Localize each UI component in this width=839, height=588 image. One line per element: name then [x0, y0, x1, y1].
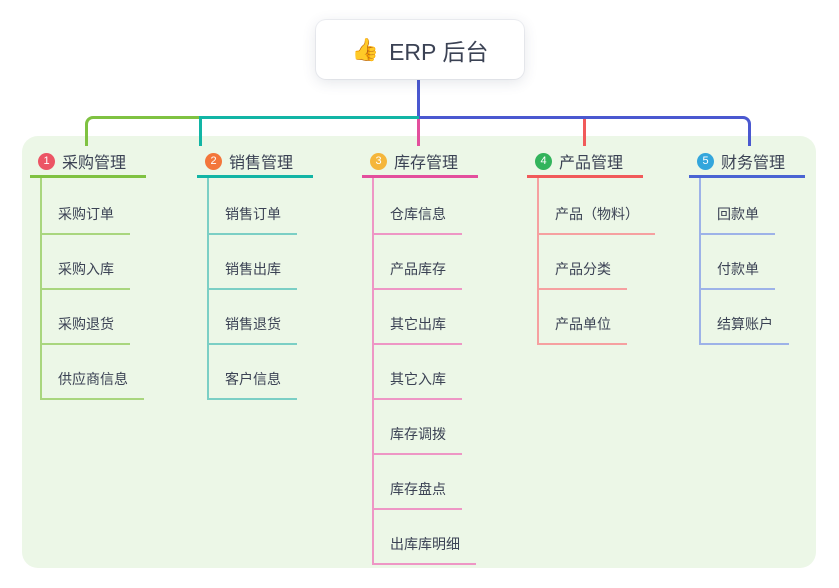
branch-badge: 4 [535, 152, 552, 170]
branch-badge: 3 [370, 152, 387, 170]
branch-5-children: 回款单付款单结算账户 [699, 180, 789, 345]
child-label: 采购退货 [58, 316, 114, 332]
branch-5-child-2[interactable]: 付款单 [699, 235, 775, 290]
branch-3-child-7[interactable]: 出库库明细 [372, 510, 476, 565]
child-label: 仓库信息 [390, 206, 446, 222]
branch-3-child-6[interactable]: 库存盘点 [372, 455, 462, 510]
child-label: 销售订单 [225, 206, 281, 222]
connector-bus-left [85, 116, 200, 146]
child-label: 库存盘点 [390, 481, 446, 497]
branch-2-child-2[interactable]: 销售出库 [207, 235, 297, 290]
branch-2-child-1[interactable]: 销售订单 [207, 180, 297, 235]
child-label: 库存调拨 [390, 426, 446, 442]
child-label: 销售退货 [225, 316, 281, 332]
branch-header-3[interactable]: 3 库存管理 [362, 147, 478, 178]
branch-label: 采购管理 [62, 155, 127, 172]
branch-label: 销售管理 [229, 155, 294, 172]
child-label: 采购入库 [58, 261, 114, 277]
branch-label: 库存管理 [394, 155, 459, 172]
branch-1-child-4[interactable]: 供应商信息 [40, 345, 144, 400]
branch-4-child-1[interactable]: 产品（物料） [537, 180, 655, 235]
branch-3-child-5[interactable]: 库存调拨 [372, 400, 462, 455]
branch-3-child-3[interactable]: 其它出库 [372, 290, 462, 345]
branch-1-child-3[interactable]: 采购退货 [40, 290, 130, 345]
child-label: 销售出库 [225, 261, 281, 277]
child-label: 产品单位 [555, 316, 611, 332]
connector-drop-product [583, 119, 586, 146]
branch-5-child-1[interactable]: 回款单 [699, 180, 775, 235]
child-label: 回款单 [717, 206, 759, 222]
thumbs-up-icon: 👍 [351, 36, 380, 62]
child-label: 产品分类 [555, 261, 611, 277]
connector-bus-mid [199, 116, 420, 119]
root-node[interactable]: 👍 ERP 后台 [316, 20, 524, 79]
branch-4-child-3[interactable]: 产品单位 [537, 290, 627, 345]
branch-label: 产品管理 [559, 155, 624, 172]
child-label: 其它出库 [390, 316, 446, 332]
connector-branch-4-spine [537, 178, 539, 345]
branch-badge: 2 [205, 152, 222, 170]
branch-1-child-2[interactable]: 采购入库 [40, 235, 130, 290]
branch-2-child-4[interactable]: 客户信息 [207, 345, 297, 400]
branch-badge: 1 [38, 152, 55, 170]
connector-bus-right [419, 116, 751, 146]
child-label: 采购订单 [58, 206, 114, 222]
branch-header-2[interactable]: 2 销售管理 [197, 147, 313, 178]
branch-3-child-4[interactable]: 其它入库 [372, 345, 462, 400]
branch-3-children: 仓库信息产品库存其它出库其它入库库存调拨库存盘点出库库明细 [372, 180, 476, 565]
child-label: 产品（物料） [555, 206, 639, 222]
branch-2-child-3[interactable]: 销售退货 [207, 290, 297, 345]
branch-1-children: 采购订单采购入库采购退货供应商信息 [40, 180, 144, 400]
branch-1-child-1[interactable]: 采购订单 [40, 180, 130, 235]
connector-root-line [417, 79, 420, 117]
branch-3-child-1[interactable]: 仓库信息 [372, 180, 462, 235]
root-label: ERP 后台 [389, 38, 489, 65]
branches-panel [22, 136, 816, 568]
child-label: 出库库明细 [390, 536, 460, 552]
branch-2-children: 销售订单销售出库销售退货客户信息 [207, 180, 297, 400]
branch-3-child-2[interactable]: 产品库存 [372, 235, 462, 290]
child-label: 结算账户 [717, 316, 773, 332]
branch-4-child-2[interactable]: 产品分类 [537, 235, 627, 290]
connector-branch-5-spine [699, 178, 701, 345]
branch-header-4[interactable]: 4 产品管理 [527, 147, 643, 178]
branch-header-1[interactable]: 1 采购管理 [30, 147, 146, 178]
connector-drop-inventory [417, 119, 420, 146]
child-label: 其它入库 [390, 371, 446, 387]
child-label: 产品库存 [390, 261, 446, 277]
branch-4-children: 产品（物料） 产品分类产品单位 [537, 180, 655, 345]
connector-drop-sales [199, 116, 202, 146]
child-label: 付款单 [717, 261, 759, 277]
connector-branch-3-spine [372, 178, 374, 565]
branch-label: 财务管理 [721, 155, 786, 172]
child-label: 供应商信息 [58, 371, 128, 387]
branch-5-child-3[interactable]: 结算账户 [699, 290, 789, 345]
child-label: 客户信息 [225, 371, 281, 387]
branch-badge: 5 [697, 152, 714, 170]
branch-header-5[interactable]: 5 财务管理 [689, 147, 805, 178]
